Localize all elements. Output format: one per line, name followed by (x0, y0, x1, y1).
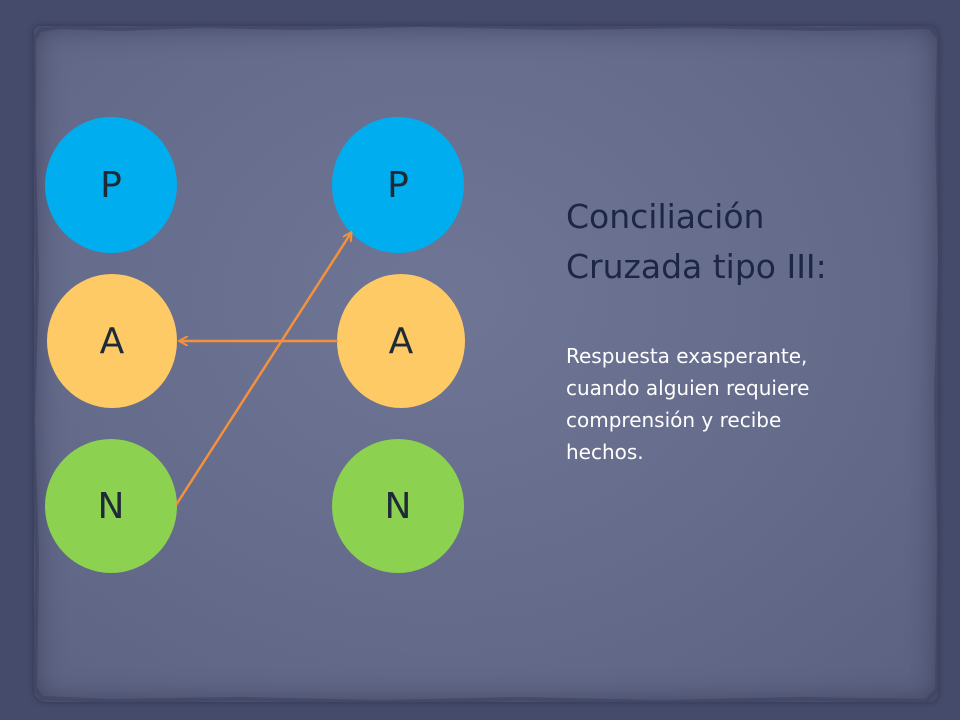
right-adult-letter: A (388, 320, 414, 362)
right-parent-letter: P (387, 164, 409, 206)
title-line-2: Cruzada tipo III: (566, 247, 827, 286)
left-adult-letter: A (99, 320, 125, 362)
left-parent-circle: P (45, 117, 177, 253)
right-child-circle: N (332, 439, 464, 573)
description-line-1: Respuesta exasperante, (566, 344, 808, 368)
description-line-3: comprensión y recibe (566, 408, 782, 432)
slide-description: Respuesta exasperante, cuando alguien re… (566, 340, 926, 468)
description-line-4: hechos. (566, 440, 644, 464)
title-line-1: Conciliación (566, 197, 765, 236)
right-child-letter: N (384, 485, 412, 527)
right-parent-circle: P (332, 117, 464, 253)
slide-title: Conciliación Cruzada tipo III: (566, 192, 926, 292)
left-child-letter: N (97, 485, 125, 527)
left-parent-letter: P (100, 164, 122, 206)
description-line-2: cuando alguien requiere (566, 376, 810, 400)
left-adult-circle: A (47, 274, 177, 408)
left-child-circle: N (45, 439, 177, 573)
right-adult-circle: A (337, 274, 465, 408)
